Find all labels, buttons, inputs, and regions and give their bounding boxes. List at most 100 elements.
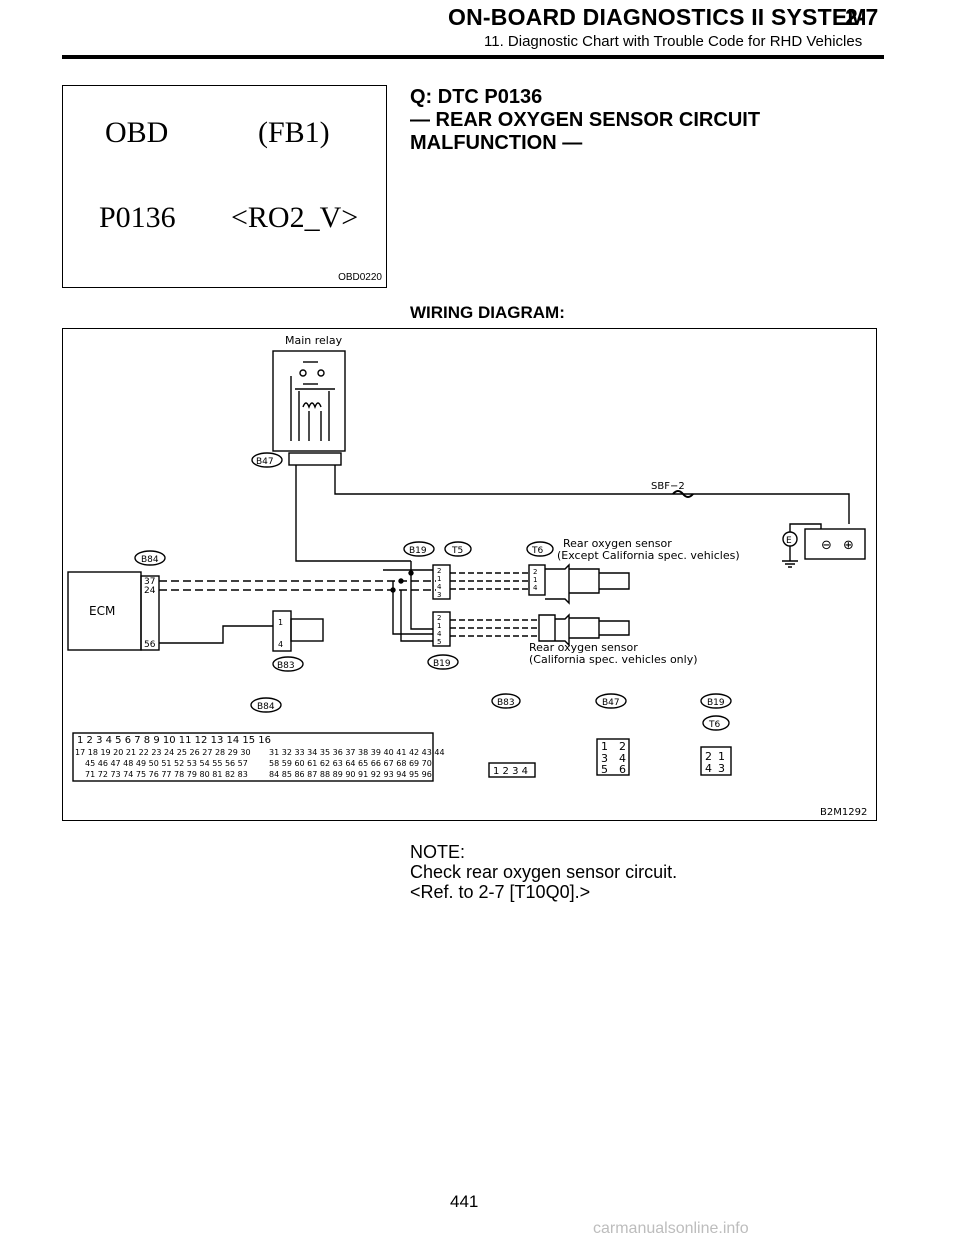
battery (804, 528, 866, 560)
splice-point-3 (390, 587, 396, 593)
legend-t6-callout (702, 715, 730, 731)
legend-b84-callout (250, 697, 282, 713)
connector-b47 (288, 452, 342, 466)
legend-b84-row2: 17 18 19 20 21 22 23 24 25 26 27 28 29 3… (75, 748, 251, 757)
b19-bottom-pin: 1 (437, 622, 441, 630)
relay-contact-point-2 (317, 369, 325, 377)
legend-b47-pin: 1 (601, 740, 608, 753)
legend-b19-callout (700, 693, 732, 709)
connector-b47-label: B47 (256, 457, 274, 467)
legend-b83-callout (491, 693, 521, 709)
legend-b83-label: B83 (497, 698, 515, 708)
ecm-pin-56: 56 (144, 640, 156, 650)
section-number: 2-7 (845, 4, 879, 30)
obd-mode-label: (FB1) (258, 116, 330, 149)
connector-t6-label: T6 (531, 546, 543, 556)
b19-bottom-pin: 2 (437, 614, 441, 622)
legend-b84-row4: 71 72 73 74 75 76 77 78 79 80 81 82 83 (85, 770, 248, 779)
relay-internal-wiring (290, 376, 335, 441)
b19-bottom-pin: 4 (437, 630, 442, 638)
dtc-code: P0136 (99, 201, 176, 234)
connector-t6 (528, 564, 546, 596)
note-heading: NOTE: (410, 842, 466, 862)
sensor-calif-body (538, 613, 630, 647)
sensor-except-label: Rear oxygen sensor (563, 537, 672, 550)
t6-pin: 4 (533, 584, 538, 592)
main-relay-box (272, 350, 346, 452)
sensor-except-sublabel: (Except California spec. vehicles) (557, 549, 740, 562)
wiring-diagram-svg: Main relay B47 SBF−2 ⊖ ⊕ E B84 ECM 37 24… (67, 334, 867, 818)
legend-b47-pin: 2 (619, 740, 626, 753)
connector-b19-bottom (432, 611, 451, 647)
ecm-pin-24: 24 (144, 586, 156, 596)
connector-b83-plug (290, 618, 324, 642)
wire-ecm-to-b83 (159, 625, 273, 644)
connector-b83-label: B83 (277, 661, 295, 671)
dtc-heading-line2: — REAR OXYGEN SENSOR CIRCUIT (410, 109, 761, 131)
connector-t6-callout (526, 541, 554, 557)
legend-t6-pin: 4 (705, 762, 712, 775)
header-rule (62, 55, 884, 59)
connector-t5-label: T5 (451, 546, 463, 556)
relay-contact-point (299, 369, 307, 377)
legend-b84-row4r: 84 85 86 87 88 89 90 91 92 93 94 95 96 (269, 770, 432, 779)
dtc-heading-line3: MALFUNCTION — (410, 132, 583, 154)
fuse-label: SBF−2 (651, 481, 685, 492)
page-header-title: ON-BOARD DIAGNOSTICS II SYSTEM (448, 4, 867, 30)
ecm-connector (140, 575, 160, 651)
b19-top-pin: 3 (437, 591, 441, 599)
sensor-calif-label: Rear oxygen sensor (529, 641, 638, 654)
connector-b19-callout-bottom (427, 654, 459, 670)
splice-point-2 (398, 578, 404, 584)
sensor-except-body (545, 563, 630, 605)
b83-pin-4: 4 (278, 640, 283, 649)
main-relay-label: Main relay (285, 334, 343, 347)
battery-negative: ⊖ (821, 538, 832, 553)
splice-point (408, 570, 414, 576)
connector-b84-label: B84 (141, 555, 159, 565)
note-line1: Check rear oxygen sensor circuit. (410, 862, 678, 882)
connector-b47-callout (251, 452, 283, 468)
legend-b47-pin: 6 (619, 763, 626, 776)
b19-top-pin: 4 (437, 583, 442, 591)
wire-relay-to-battery (334, 465, 850, 524)
watermark: carmanualsonline.info (593, 1220, 749, 1237)
diagram-figure-id: B2M1292 (820, 807, 867, 818)
legend-b47-connector (596, 738, 630, 776)
page-header-subtitle: 11. Diagnostic Chart with Trouble Code f… (484, 33, 863, 50)
legend-t6-label: T6 (708, 720, 720, 730)
connector-t5-callout (444, 541, 472, 557)
ecm-pin-37: 37 (144, 577, 155, 587)
dtc-heading-line1: Q: DTC P0136 (410, 86, 543, 108)
obd-label: OBD (105, 116, 169, 149)
legend-b47-callout (595, 693, 627, 709)
legend-t6-pin: 1 (718, 750, 725, 763)
t6-pin: 1 (533, 576, 537, 584)
connector-b19-label-top: B19 (409, 546, 427, 556)
page-number: 441 (450, 1192, 479, 1211)
legend-b84-row2r: 31 32 33 34 35 36 37 38 39 40 41 42 43 4… (269, 748, 445, 757)
dtc-heading: Q: DTC P0136 — REAR OXYGEN SENSOR CIRCUI… (410, 86, 760, 155)
legend-b47-pin: 3 (601, 752, 608, 765)
ground-wiring (782, 523, 822, 568)
legend-b47-pin: 4 (619, 752, 626, 765)
ground-label: E (786, 536, 792, 546)
ecm-label: ECM (89, 604, 115, 618)
legend-b84-row3: 45 46 47 48 49 50 51 52 53 54 55 56 57 (85, 759, 248, 768)
legend-t6-pin: 3 (718, 762, 725, 775)
legend-b47-pin: 5 (601, 763, 608, 776)
wiring-diagram: Main relay B47 SBF−2 ⊖ ⊕ E B84 ECM 37 24… (62, 328, 877, 821)
wire-bundle-b19 (383, 569, 433, 642)
sensor-calif-sublabel: (California spec. vehicles only) (529, 653, 698, 666)
connector-b19-callout-top (403, 541, 435, 557)
t6-pin: 2 (533, 568, 537, 576)
dtc-parameter: <RO2_V> (231, 201, 359, 234)
legend-b83-connector (488, 762, 536, 778)
legend-t6-pin: 2 (705, 750, 712, 763)
obd-display-figure: OBD (FB1) P0136 <RO2_V> OBD0220 (62, 85, 387, 288)
note-reference-link[interactable]: <Ref. to 2-7 [T10Q0].> (410, 882, 591, 902)
legend-b84-connector (72, 732, 434, 782)
connector-b84-callout (134, 550, 166, 566)
figure-id: OBD0220 (338, 272, 382, 283)
connector-b19-label-bottom: B19 (433, 659, 451, 669)
